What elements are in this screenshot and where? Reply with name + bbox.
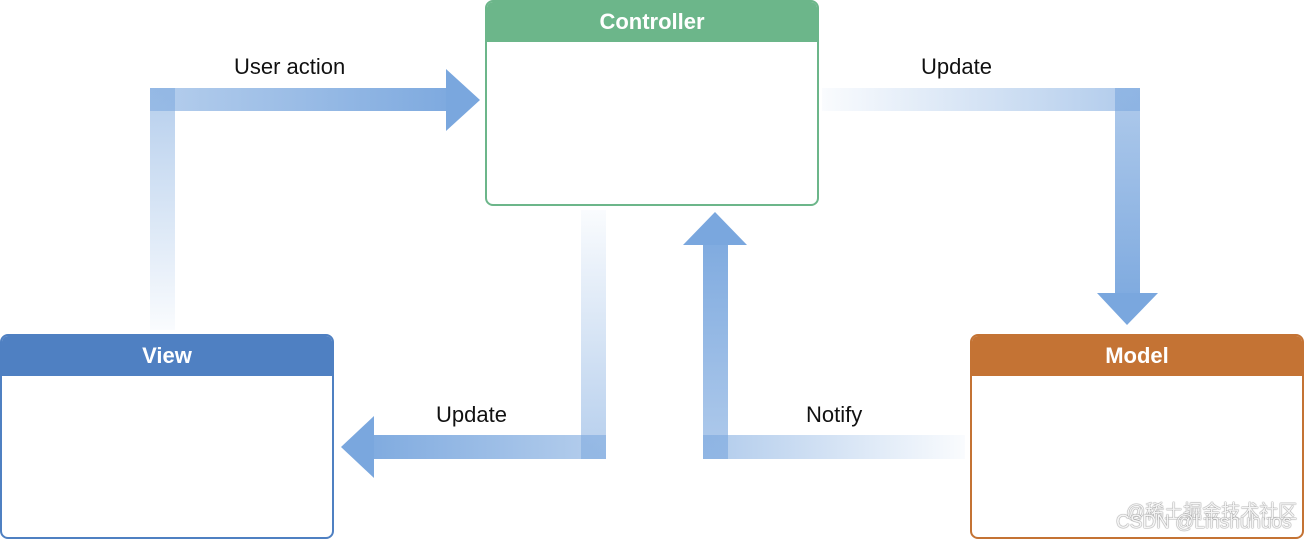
- watermark-juejin: @稀土掘金技术社区: [1126, 502, 1298, 523]
- update-view-label: Update: [436, 402, 507, 427]
- controller-box: Controller: [485, 0, 819, 206]
- update-model-label: Update: [921, 54, 992, 79]
- watermark-csdn: CSDN @Linshuhuos: [1116, 512, 1292, 533]
- model-box: Model: [970, 334, 1304, 539]
- model-title: Model: [972, 336, 1302, 376]
- view-box: View: [0, 334, 334, 539]
- user-action-label: User action: [234, 54, 346, 79]
- notify-label: Notify: [806, 402, 863, 427]
- notify-arrow: [683, 212, 965, 459]
- update-view-arrow: [341, 210, 606, 478]
- user-action-arrow: [150, 69, 480, 330]
- controller-title: Controller: [487, 2, 817, 42]
- view-title: View: [2, 336, 332, 376]
- update-model-arrow: [822, 88, 1158, 325]
